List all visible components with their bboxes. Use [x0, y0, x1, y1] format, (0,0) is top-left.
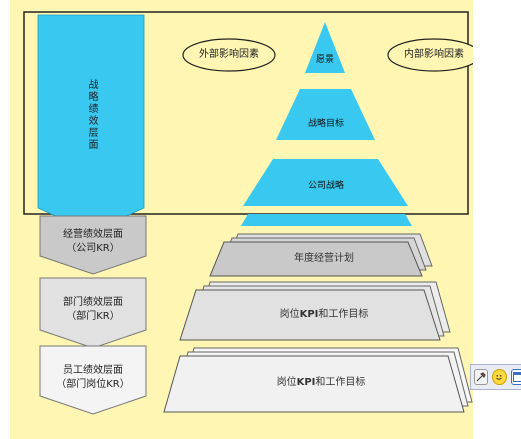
pyramid-strategic-goal [276, 89, 375, 140]
vision-label: 愿景 [315, 55, 334, 65]
strategic-level-label: 战略绩效层面 [86, 79, 97, 151]
department-level-title: 部门绩效层面 [63, 297, 123, 308]
employee-kpi-suffix: 和工作目标 [315, 377, 366, 388]
internal-factor-oval [387, 38, 473, 72]
diagram-canvas: 战略绩效层面 外部影响因素 内部影响因素 愿景 战略目标 公司战略 年度经营计划… [10, 0, 473, 439]
employee-level-subtitle: （部门岗位KR） [56, 379, 130, 390]
pyramid-base-connector [241, 214, 412, 226]
level-employee-block [39, 345, 147, 415]
department-level-subtitle: （部门KR） [66, 311, 120, 322]
operation-level-title: 经营绩效层面 [63, 229, 123, 240]
external-factor-oval [182, 38, 276, 72]
strategic-level-label-box: 战略绩效层面 [38, 40, 144, 190]
external-factor-label: 外部影响因素 [199, 49, 259, 60]
layer2-front [179, 289, 441, 341]
level-operation-block [39, 215, 147, 275]
tray-smiley-icon[interactable] [492, 369, 507, 385]
annual-plan-label: 年度经营计划 [294, 253, 354, 264]
department-level-label: 部门绩效层面 （部门KR） [40, 294, 146, 326]
employee-level-label: 员工绩效层面 （部门岗位KR） [40, 362, 146, 394]
level-department-block [39, 277, 147, 349]
layer1-front [209, 241, 423, 277]
pyramid-vision [305, 22, 345, 73]
employee-kpi-prefix: 岗位 [276, 377, 297, 388]
operation-level-label: 经营绩效层面 （公司KR） [40, 226, 146, 258]
dept-kpi-prefix: 岗位 [279, 309, 300, 320]
company-strategy-label: 公司战略 [307, 181, 344, 191]
pyramid-company-strategy [243, 159, 408, 206]
system-tray [470, 364, 521, 390]
operation-level-subtitle: （公司KR） [66, 243, 120, 254]
diagram-graphic [23, 11, 473, 415]
tray-window-icon[interactable] [510, 369, 521, 385]
layer3-front [163, 355, 465, 413]
strategic-goal-label: 战略目标 [307, 119, 344, 129]
employee-kpi-strong: KPI [296, 377, 316, 388]
employee-level-title: 员工绩效层面 [63, 365, 123, 376]
tray-tool-icon[interactable] [474, 369, 489, 385]
dept-kpi-suffix: 和工作目标 [318, 309, 369, 320]
dept-kpi-strong: KPI [299, 309, 319, 320]
internal-factor-label: 内部影响因素 [404, 49, 464, 60]
